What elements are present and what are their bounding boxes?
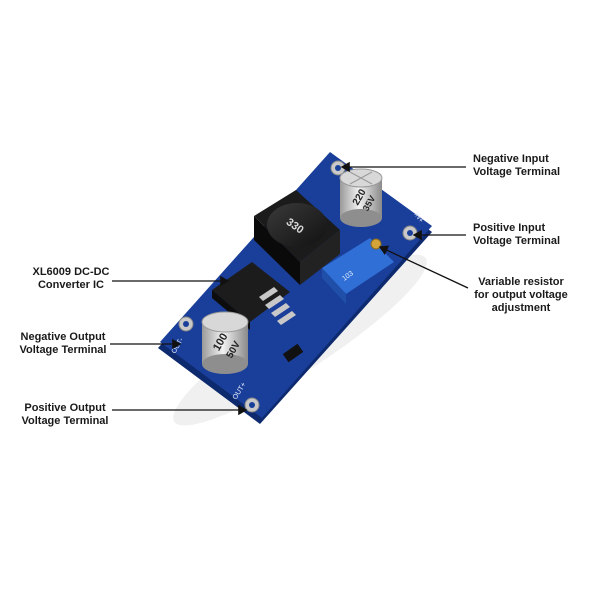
label-negative-output-line1: Negative Output bbox=[20, 331, 106, 343]
label-variable-resistor-line3: adjustment bbox=[491, 302, 551, 314]
arrow-variable-resistor bbox=[378, 245, 469, 289]
label-variable-resistor-line1: Variable resistor bbox=[478, 276, 564, 288]
trim-potentiometer: 103 bbox=[322, 238, 394, 304]
label-negative-output: Negative Output Voltage Terminal bbox=[14, 331, 112, 357]
label-converter-ic: XL6009 DC-DC Converter IC bbox=[28, 266, 114, 292]
label-variable-resistor-line2: for output voltage bbox=[474, 289, 568, 301]
label-positive-input-line2: Voltage Terminal bbox=[473, 235, 561, 247]
label-positive-input-line1: Positive Input bbox=[473, 222, 546, 234]
label-negative-output-line2: Voltage Terminal bbox=[19, 344, 107, 356]
smd-component bbox=[282, 343, 304, 363]
label-positive-input: Positive Input Voltage Terminal bbox=[473, 222, 560, 248]
label-positive-output: Positive Output Voltage Terminal bbox=[16, 402, 114, 428]
label-positive-output-line2: Voltage Terminal bbox=[21, 415, 109, 427]
label-negative-input: Negative Input Voltage Terminal bbox=[473, 153, 560, 179]
label-converter-ic-line2: Converter IC bbox=[37, 279, 105, 291]
label-positive-output-line1: Positive Output bbox=[24, 402, 106, 414]
capacitor-top: 220 35V bbox=[339, 168, 383, 227]
capacitor-bottom: 100 50V bbox=[201, 311, 249, 374]
label-converter-ic-line1: XL6009 DC-DC bbox=[32, 266, 110, 278]
label-variable-resistor: Variable resistor for output voltage adj… bbox=[466, 276, 576, 315]
label-negative-input-line2: Voltage Terminal bbox=[473, 166, 561, 178]
label-negative-input-line1: Negative Input bbox=[473, 153, 549, 165]
inductor: 330 bbox=[254, 190, 340, 285]
